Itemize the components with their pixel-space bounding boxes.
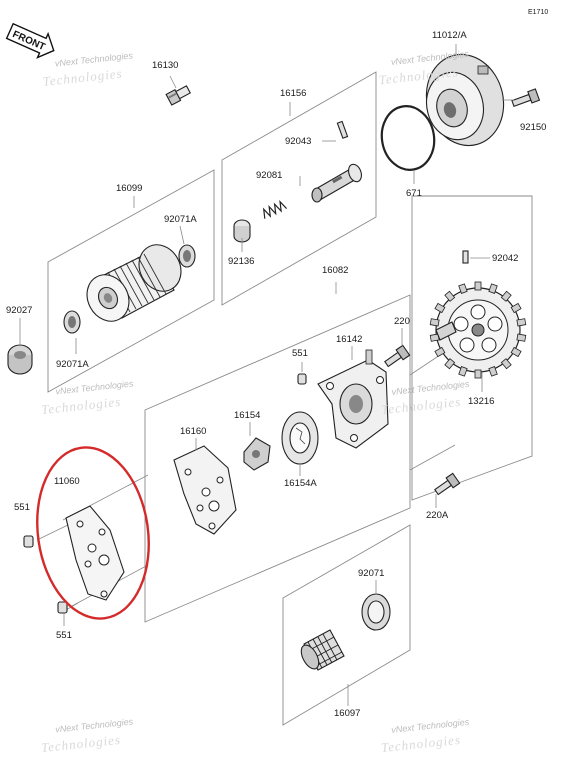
part-92043 <box>336 120 349 139</box>
part-16154-inner-rotor <box>243 437 271 471</box>
label-92042[interactable]: 92042 <box>492 253 518 264</box>
label-16099[interactable]: 16099 <box>116 183 142 194</box>
highlight-circle-11060 <box>36 446 150 620</box>
label-16130[interactable]: 16130 <box>152 60 178 71</box>
label-16082[interactable]: 16082 <box>322 265 348 276</box>
part-16130 <box>165 85 191 106</box>
part-92071A-bottom <box>63 310 81 334</box>
label-551-left[interactable]: 551 <box>14 502 30 513</box>
watermark-text: Technologies <box>40 732 121 755</box>
watermark-text: Technologies <box>381 394 462 417</box>
part-92027 <box>7 344 33 375</box>
part-13216-sprocket <box>429 281 527 379</box>
part-16154A-outer-rotor <box>281 411 319 465</box>
label-551-bottom[interactable]: 551 <box>56 630 72 641</box>
watermark-text: Technologies <box>41 394 122 417</box>
label-220[interactable]: 220 <box>394 316 410 327</box>
frame-oil-filter <box>47 169 215 393</box>
label-92136[interactable]: 92136 <box>228 256 254 267</box>
part-16142-pump-body <box>317 349 389 449</box>
part-92081-spring <box>262 199 288 219</box>
watermark-text: Technologies <box>42 66 123 89</box>
watermark-text: vNext Technologies <box>55 716 134 734</box>
frame-strainer <box>282 524 411 726</box>
label-92081[interactable]: 92081 <box>256 170 282 181</box>
label-92071[interactable]: 92071 <box>358 568 384 579</box>
diagram-code: E1710 <box>528 9 548 16</box>
label-92071A-bottom[interactable]: 92071A <box>56 359 89 370</box>
part-92042-pin <box>462 250 469 264</box>
label-92071A-top[interactable]: 92071A <box>164 214 197 225</box>
part-16160-plate <box>173 445 237 535</box>
part-11060-gasket <box>65 505 125 601</box>
frame-sprocket <box>411 195 533 501</box>
part-671-oring <box>380 105 436 171</box>
label-16160[interactable]: 16160 <box>180 426 206 437</box>
label-13216[interactable]: 13216 <box>468 396 494 407</box>
watermark-bottom-right: vNext Technologies Technologies <box>380 717 470 755</box>
part-16097-strainer <box>300 629 345 671</box>
watermark-mid-left: vNext Technologies Technologies <box>41 378 135 417</box>
part-92150-bolt <box>511 88 541 107</box>
part-220-bolt <box>384 344 411 368</box>
label-16142[interactable]: 16142 <box>336 334 362 345</box>
label-92043[interactable]: 92043 <box>285 136 311 147</box>
label-16154A[interactable]: 16154A <box>284 478 317 489</box>
part-551-left <box>23 535 34 548</box>
watermark-text: Technologies <box>380 732 461 755</box>
part-92136 <box>233 219 251 243</box>
part-11012A-cover <box>425 53 505 147</box>
frame-oil-pump <box>144 294 411 623</box>
watermark-bottom-left: vNext Technologies Technologies <box>40 716 134 755</box>
label-220A[interactable]: 220A <box>426 510 449 521</box>
label-92027[interactable]: 92027 <box>6 305 32 316</box>
label-16097[interactable]: 16097 <box>334 708 360 719</box>
part-551-bottom <box>57 601 68 614</box>
watermark-text: vNext Technologies <box>54 50 133 68</box>
frame-16156 <box>221 71 377 306</box>
part-92071-seal <box>361 593 391 631</box>
front-arrow-icon: FRONT <box>5 22 55 59</box>
part-16099-oil-filter <box>86 244 182 322</box>
part-92071A-top <box>178 244 196 268</box>
watermark-top-left: vNext Technologies Technologies <box>42 50 134 89</box>
part-16156-shaft <box>311 163 362 203</box>
label-92150[interactable]: 92150 <box>520 122 546 133</box>
label-16154[interactable]: 16154 <box>234 410 260 421</box>
watermark-mid-right: vNext Technologies Technologies <box>381 379 471 417</box>
label-551-mid[interactable]: 551 <box>292 348 308 359</box>
label-11060[interactable]: 11060 <box>54 476 80 487</box>
label-11012A[interactable]: 11012/A <box>432 30 467 41</box>
part-551-mid <box>297 373 307 385</box>
label-16156[interactable]: 16156 <box>280 88 306 99</box>
part-220A-bolt <box>434 472 461 496</box>
label-671[interactable]: 671 <box>406 188 422 199</box>
